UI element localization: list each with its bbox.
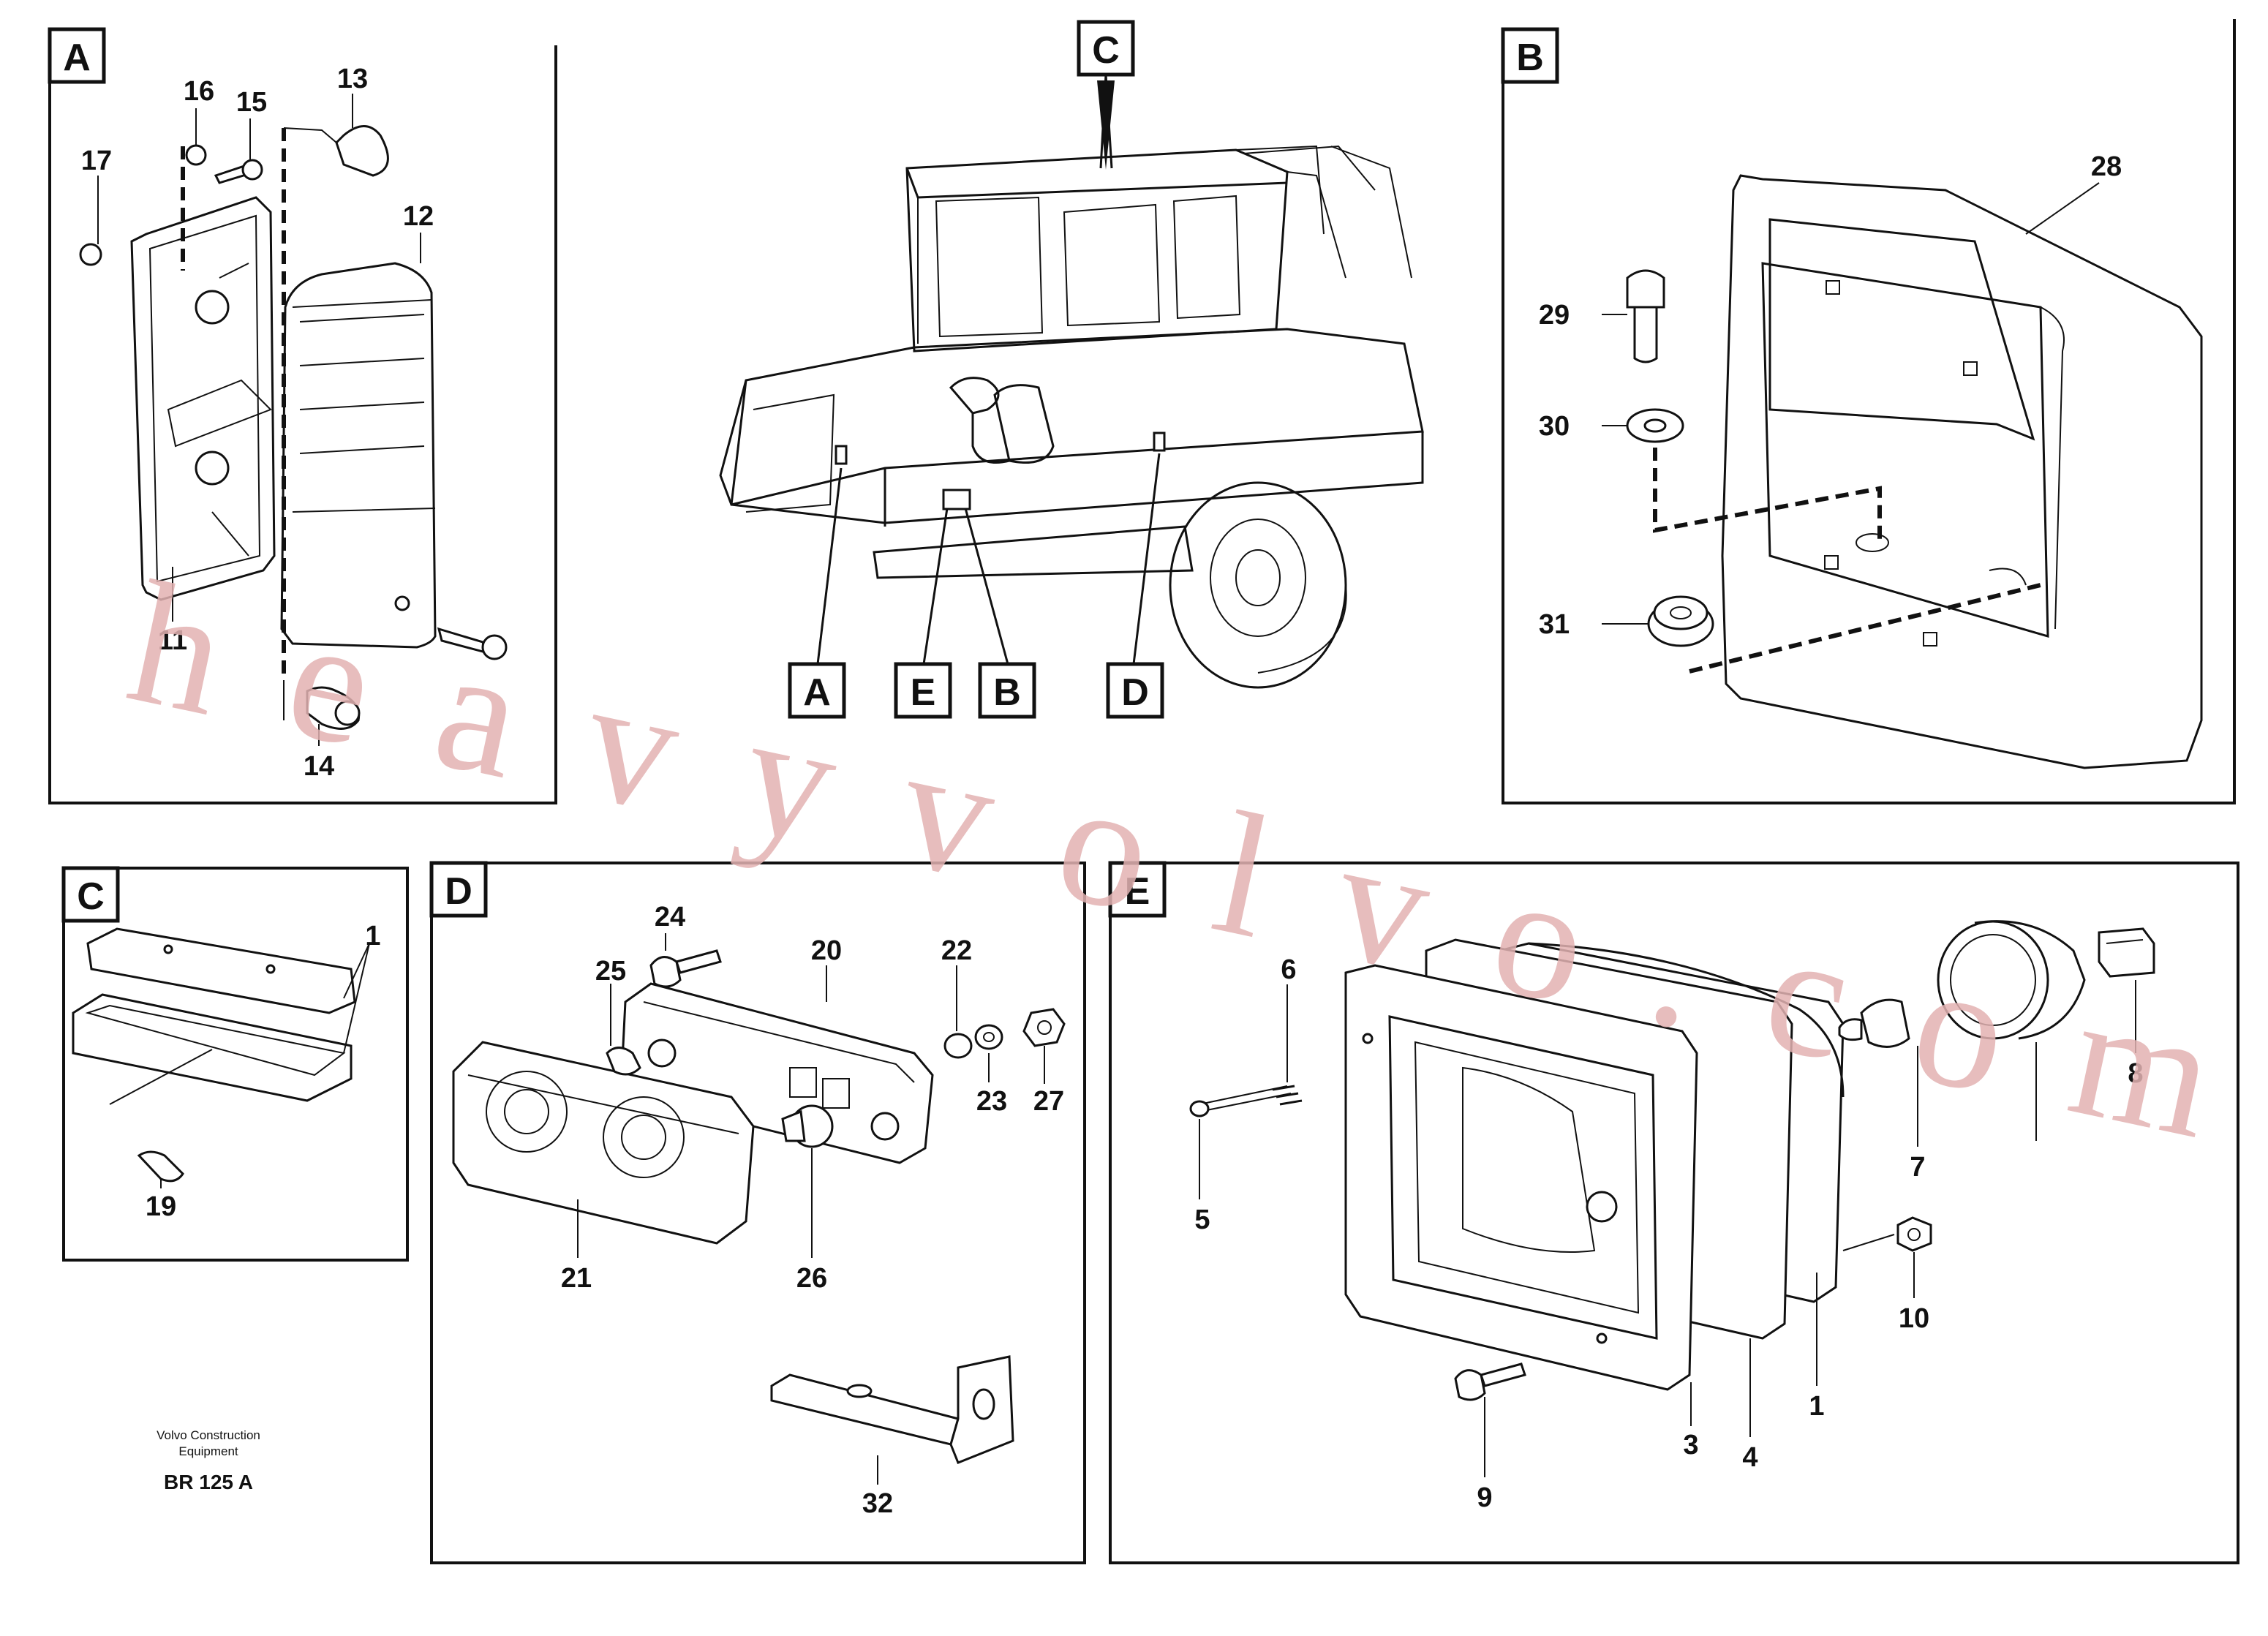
label-7: 7 bbox=[1910, 1152, 1925, 1183]
footer-reference: Volvo Construction Equipment BR 125 A bbox=[157, 1428, 260, 1493]
label-27: 27 bbox=[1033, 1086, 1064, 1117]
label-10: 10 bbox=[1899, 1303, 1929, 1334]
panel-a: A bbox=[48, 27, 557, 804]
label-14: 14 bbox=[304, 751, 334, 782]
overview-tag-b: B bbox=[993, 671, 1021, 714]
label-15: 15 bbox=[236, 87, 267, 118]
overview-tag-d: D bbox=[1121, 671, 1149, 714]
panel-d-tag: D bbox=[445, 870, 472, 913]
panel-b-tag: B bbox=[1516, 37, 1544, 79]
panel-e-tag: E bbox=[1125, 870, 1150, 913]
label-1-c: 1 bbox=[365, 921, 380, 951]
panel-a-tag: A bbox=[63, 37, 91, 79]
label-6: 6 bbox=[1281, 954, 1296, 985]
label-12: 12 bbox=[403, 201, 434, 232]
label-13: 13 bbox=[337, 64, 368, 94]
label-32: 32 bbox=[862, 1488, 893, 1519]
overview-tag-e: E bbox=[911, 671, 936, 714]
overview-machine: C bbox=[719, 20, 1424, 719]
overview-tag-a: A bbox=[803, 671, 831, 714]
label-20: 20 bbox=[811, 935, 842, 966]
footer-line-1: Volvo Construction bbox=[157, 1428, 260, 1442]
label-17: 17 bbox=[81, 146, 112, 176]
label-24: 24 bbox=[655, 902, 685, 932]
panel-e: E bbox=[1108, 861, 2239, 1564]
footer-line-2: Equipment bbox=[178, 1444, 238, 1458]
label-23: 23 bbox=[976, 1086, 1007, 1117]
label-28: 28 bbox=[2091, 151, 2122, 182]
panel-c: C 1 19 bbox=[61, 866, 409, 1262]
label-30: 30 bbox=[1539, 411, 1570, 442]
label-11: 11 bbox=[158, 625, 187, 656]
label-16: 16 bbox=[184, 76, 214, 107]
panel-b: B 28 29 30 31 bbox=[1501, 19, 2236, 804]
label-1-e: 1 bbox=[1809, 1391, 1824, 1422]
label-31: 31 bbox=[1539, 609, 1570, 640]
label-8: 8 bbox=[2128, 1058, 2143, 1089]
label-26: 26 bbox=[796, 1263, 827, 1294]
label-9: 9 bbox=[1477, 1482, 1492, 1513]
panel-c-tag: C bbox=[77, 875, 105, 918]
label-3: 3 bbox=[1683, 1430, 1698, 1460]
panel-d: D bbox=[429, 861, 1086, 1564]
label-21: 21 bbox=[561, 1263, 592, 1294]
label-25: 25 bbox=[595, 956, 626, 987]
label-5: 5 bbox=[1194, 1205, 1210, 1235]
label-4: 4 bbox=[1742, 1442, 1757, 1473]
label-19: 19 bbox=[146, 1191, 176, 1222]
label-29: 29 bbox=[1539, 300, 1570, 331]
overview-tag-c: C bbox=[1092, 29, 1120, 72]
footer-code: BR 125 A bbox=[164, 1471, 253, 1493]
label-22: 22 bbox=[941, 935, 972, 966]
